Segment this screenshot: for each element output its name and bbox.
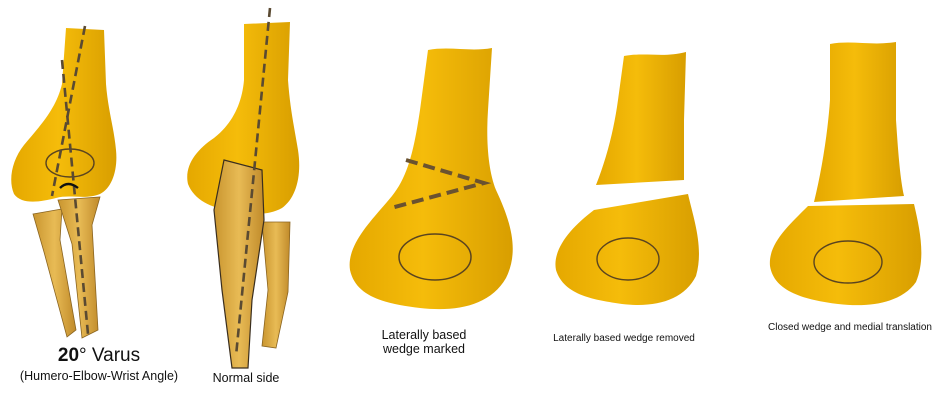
varus-caption: 20° Varus (Humero-Elbow-Wrist Angle) [4,345,194,383]
wedge-marked-figure [350,48,513,309]
normal-elbow-figure [187,8,299,368]
closed-proximal-fragment [814,42,904,202]
wedge-marked-caption-line2: wedge marked [354,342,494,356]
marked-humerus [350,48,513,309]
closed-wedge-caption: Closed wedge and medial translation [752,322,948,334]
removed-distal-fragment [555,194,699,305]
closed-distal-fragment [770,204,921,305]
varus-angle-subtitle: (Humero-Elbow-Wrist Angle) [4,369,194,383]
normal-radius [262,222,290,348]
varus-angle-unit: ° Varus [79,345,140,366]
varus-humerus [11,28,116,202]
varus-angle-value: 20 [58,345,79,366]
closed-wedge-figure [770,42,921,305]
varus-elbow-figure [11,26,116,338]
normal-side-caption: Normal side [196,371,296,385]
wedge-removed-figure [555,52,699,305]
wedge-marked-caption-line1: Laterally based [354,328,494,342]
removed-proximal-fragment [596,52,686,185]
wedge-removed-caption: Laterally based wedge removed [534,333,714,345]
wedge-marked-caption: Laterally based wedge marked [354,328,494,357]
